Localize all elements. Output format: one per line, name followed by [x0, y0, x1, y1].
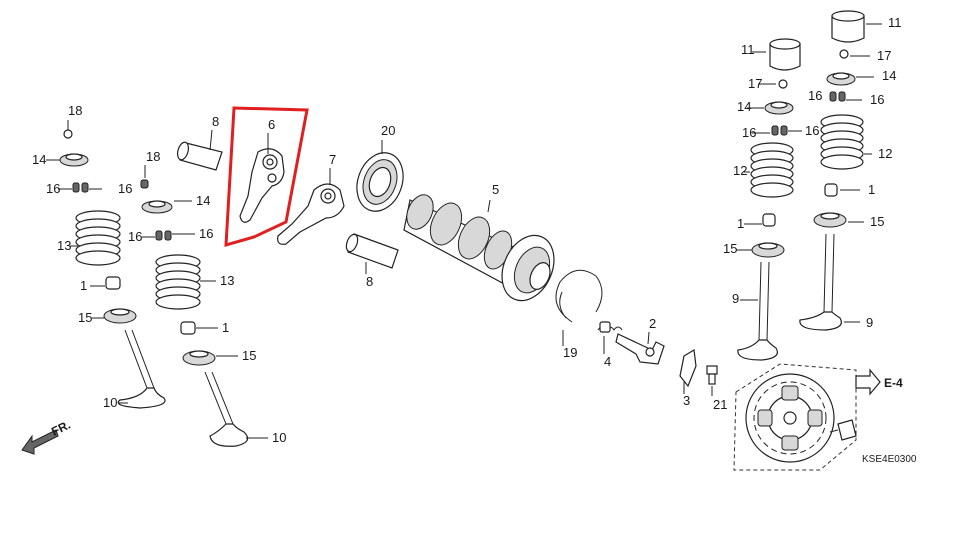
rocker-shaft-lower: [345, 233, 399, 274]
callout-label-l12b: 12: [878, 146, 892, 161]
callout-label-l21: 21: [713, 397, 727, 412]
weight-3: [679, 349, 697, 394]
callout-label-l11a: 11: [741, 42, 755, 57]
spring-4: [597, 321, 623, 354]
rocker-shaft-upper: [176, 129, 223, 171]
callout-label-l15a: 15: [78, 310, 92, 325]
valve-assembly-right-back: [736, 38, 802, 361]
callout-label-l8b: 8: [366, 274, 373, 289]
reference-label: E-4: [884, 376, 903, 390]
callout-label-l9a: 9: [732, 291, 739, 306]
callout-label-l17a: 17: [748, 76, 762, 91]
callout-label-l8a: 8: [212, 114, 219, 129]
highlight-box: [224, 106, 309, 248]
callout-label-l1b: 1: [222, 320, 229, 335]
callout-label-l2: 2: [649, 316, 656, 331]
callout-label-l15c: 15: [723, 241, 737, 256]
callout-label-l14c: 14: [737, 99, 751, 114]
diagram-code: KSE4E0300: [862, 454, 917, 465]
direction-label: FR.: [49, 418, 73, 439]
callout-label-l14d: 14: [882, 68, 896, 83]
callout-label-l16b: 16: [118, 181, 132, 196]
callout-label-l6: 6: [268, 117, 275, 132]
callout-label-l11b: 11: [888, 15, 902, 30]
rocker-arm-7: [277, 168, 345, 245]
callout-label-l13b: 13: [220, 273, 234, 288]
callout-label-l14b: 14: [196, 193, 210, 208]
callout-label-l18b: 18: [146, 149, 160, 164]
callout-label-l13a: 13: [57, 238, 71, 253]
callout-label-l16h: 16: [870, 92, 884, 107]
valve-assembly-left-back: [46, 120, 166, 409]
callout-label-l20: 20: [381, 123, 395, 138]
bolt-21: [706, 365, 718, 396]
callout-label-l18a: 18: [68, 103, 82, 118]
callout-label-l12a: 12: [733, 163, 747, 178]
decomp-arm-2: [615, 331, 665, 365]
rocker-arm-6: [239, 133, 285, 223]
cam-sprocket-group: [733, 363, 881, 471]
callout-label-l17b: 17: [877, 48, 891, 63]
callout-label-l16c: 16: [128, 229, 142, 244]
callout-label-l14a: 14: [32, 152, 46, 167]
valve-assembly-right-front: [799, 10, 882, 331]
bearing-20: [356, 140, 404, 212]
callout-label-l16g: 16: [805, 123, 819, 138]
callout-label-l9b: 9: [866, 315, 873, 330]
valve-assembly-left-front: [140, 165, 268, 447]
callout-label-l7: 7: [329, 152, 336, 167]
callout-label-l5: 5: [492, 182, 499, 197]
callout-label-l4: 4: [604, 354, 611, 369]
callout-label-l3: 3: [683, 393, 690, 408]
callout-label-l1a: 1: [80, 278, 87, 293]
front-direction-arrow: FR.: [21, 418, 73, 455]
callout-label-l16f: 16: [742, 125, 756, 140]
callout-label-l10a: 10: [103, 395, 117, 410]
callout-label-l15b: 15: [242, 348, 256, 363]
callout-label-l16e: 16: [808, 88, 822, 103]
callout-label-l15d: 15: [870, 214, 884, 229]
camshaft-5: [403, 194, 555, 302]
callout-label-l19: 19: [563, 345, 577, 360]
callout-label-l16d: 16: [199, 226, 213, 241]
callout-label-l1c: 1: [737, 216, 744, 231]
callout-label-l16a: 16: [46, 181, 60, 196]
callout-label-l10b: 10: [272, 430, 286, 445]
callout-label-l1d: 1: [868, 182, 875, 197]
circlip-19: [555, 269, 603, 346]
